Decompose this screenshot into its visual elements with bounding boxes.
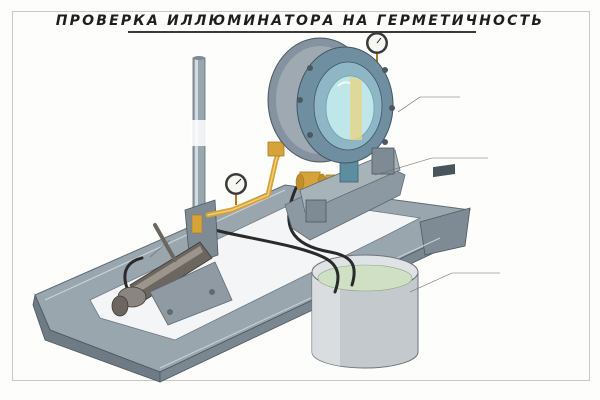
hand-pump bbox=[111, 56, 233, 326]
title-underline bbox=[128, 31, 476, 33]
poster-title: ПРОВЕРКА ИЛЛЮМИНАТОРА НА ГЕРМЕТИЧНОСТЬ bbox=[55, 13, 545, 29]
porthole-fixture bbox=[267, 37, 406, 241]
poster-frame bbox=[12, 11, 590, 381]
leader-lines bbox=[149, 96, 500, 293]
pressure-gauge-left bbox=[225, 173, 247, 205]
water-tank bbox=[311, 254, 419, 369]
